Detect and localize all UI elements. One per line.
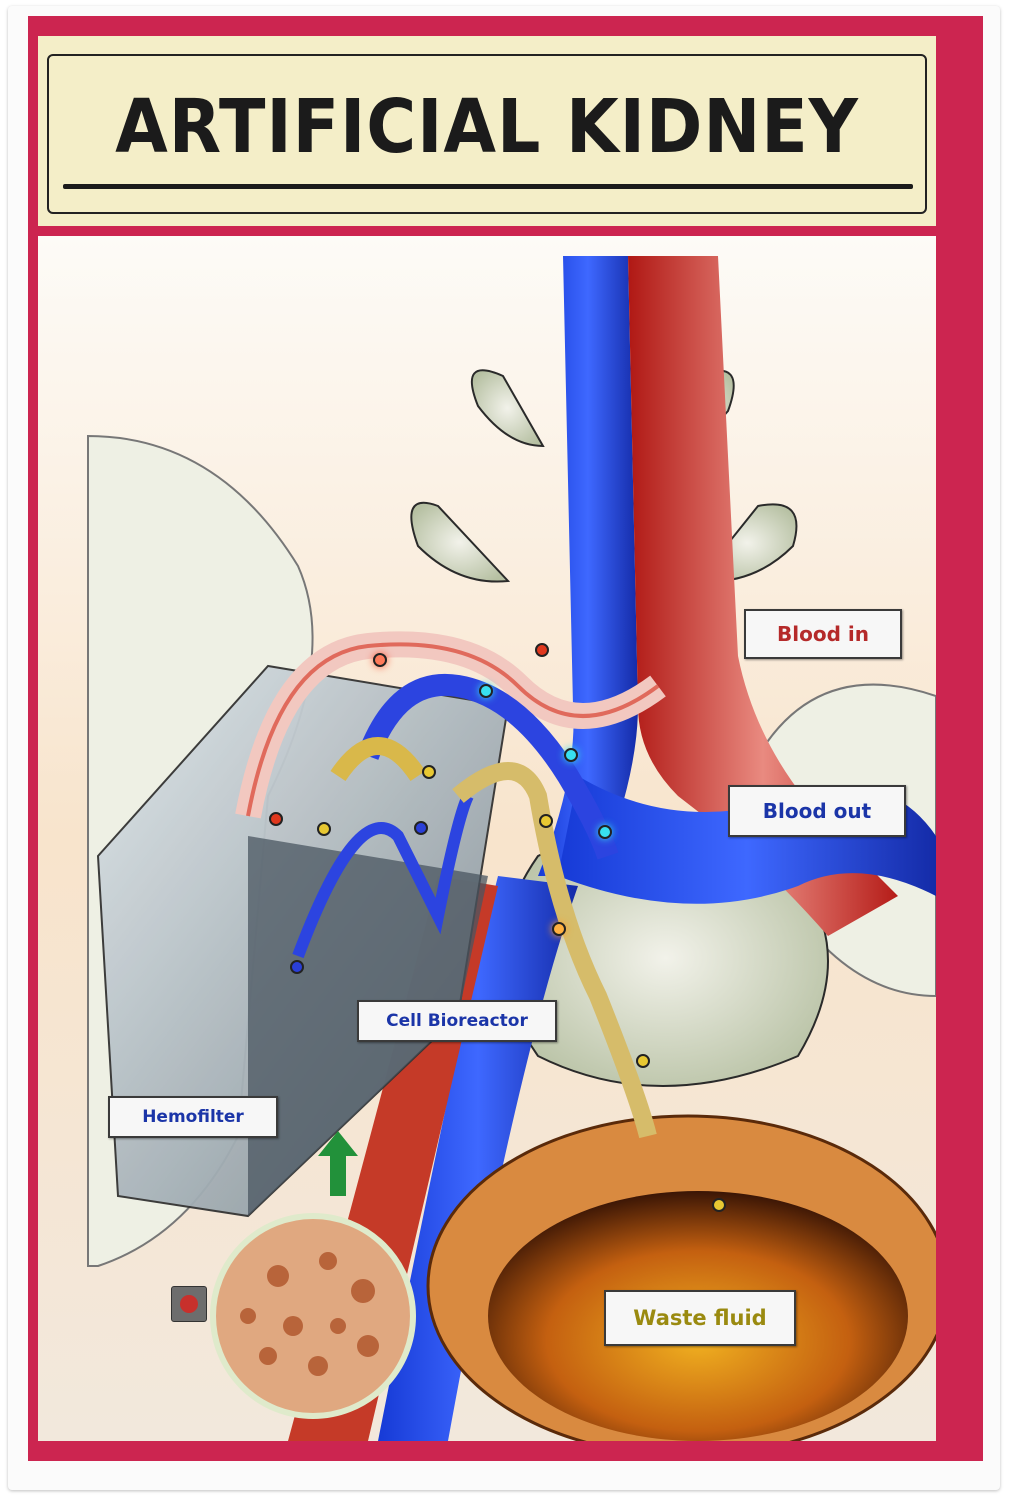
led-cyan-3 [598, 825, 612, 839]
title-box: ARTIFICIAL KIDNEY [47, 54, 927, 214]
led-red-1 [373, 653, 387, 667]
label-blood-in: Blood in [744, 609, 902, 659]
led-blue-1 [414, 821, 428, 835]
led-yellow-4 [636, 1054, 650, 1068]
poster-title: ARTIFICIAL KIDNEY [115, 84, 859, 170]
led-yellow-3 [539, 814, 553, 828]
led-yellow-1 [422, 765, 436, 779]
led-red-2 [535, 643, 549, 657]
title-panel: ARTIFICIAL KIDNEY [38, 36, 936, 226]
label-cell-bioreactor: Cell Bioreactor [357, 1000, 557, 1042]
led-cyan-2 [564, 748, 578, 762]
led-yellow-2 [317, 822, 331, 836]
label-hemofilter: Hemofilter [108, 1096, 278, 1138]
cell-magnification [210, 1213, 416, 1419]
push-button[interactable] [171, 1286, 207, 1322]
green-arrow-icon [318, 1131, 358, 1196]
label-waste-fluid: Waste fluid [604, 1290, 796, 1346]
led-orange-1 [552, 922, 566, 936]
led-yellow-5 [712, 1198, 726, 1212]
label-blood-out: Blood out [728, 785, 906, 837]
led-cyan-1 [479, 684, 493, 698]
led-red-3 [269, 812, 283, 826]
anatomy-illustration [38, 236, 936, 1441]
led-blue-2 [290, 960, 304, 974]
illustration-panel: Blood in Blood out Cell Bioreactor Hemof… [38, 236, 936, 1441]
title-underline [63, 184, 913, 189]
